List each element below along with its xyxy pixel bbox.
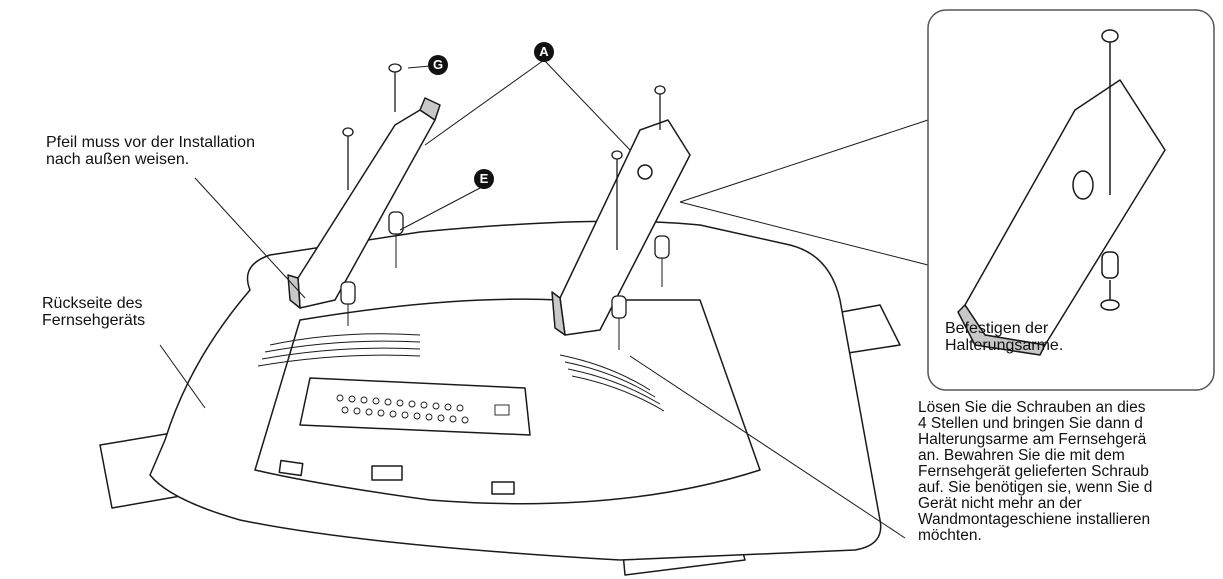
handle-slot-2 (371, 465, 403, 481)
arrow-direction-note: Pfeil muss vor der Installation nach auß… (46, 134, 255, 168)
part-marker-e: E (474, 169, 494, 189)
part-marker-a: A (534, 42, 554, 62)
inset-bracket-detail (957, 29, 1166, 356)
part-marker-g: G (428, 55, 448, 75)
attach-arms-label: Befestigen der Halterungsarme. (945, 320, 1064, 354)
callout-lines (159, 59, 929, 539)
screws (342, 63, 666, 250)
vent-lines (257, 333, 665, 412)
placement-arrows (347, 234, 663, 350)
tv-back-label: Rückseite des Fernsehgeräts (42, 295, 146, 329)
right-bracket-arm (551, 119, 691, 336)
screw-instruction-note: Lösen Sie die Schrauben an dies 4 Stelle… (918, 399, 1153, 544)
handle-slot-1 (278, 459, 304, 477)
connector-panel (299, 377, 531, 436)
handle-slot-3 (491, 481, 515, 495)
connector-ports (336, 394, 510, 424)
tv-back-recess (254, 298, 761, 505)
